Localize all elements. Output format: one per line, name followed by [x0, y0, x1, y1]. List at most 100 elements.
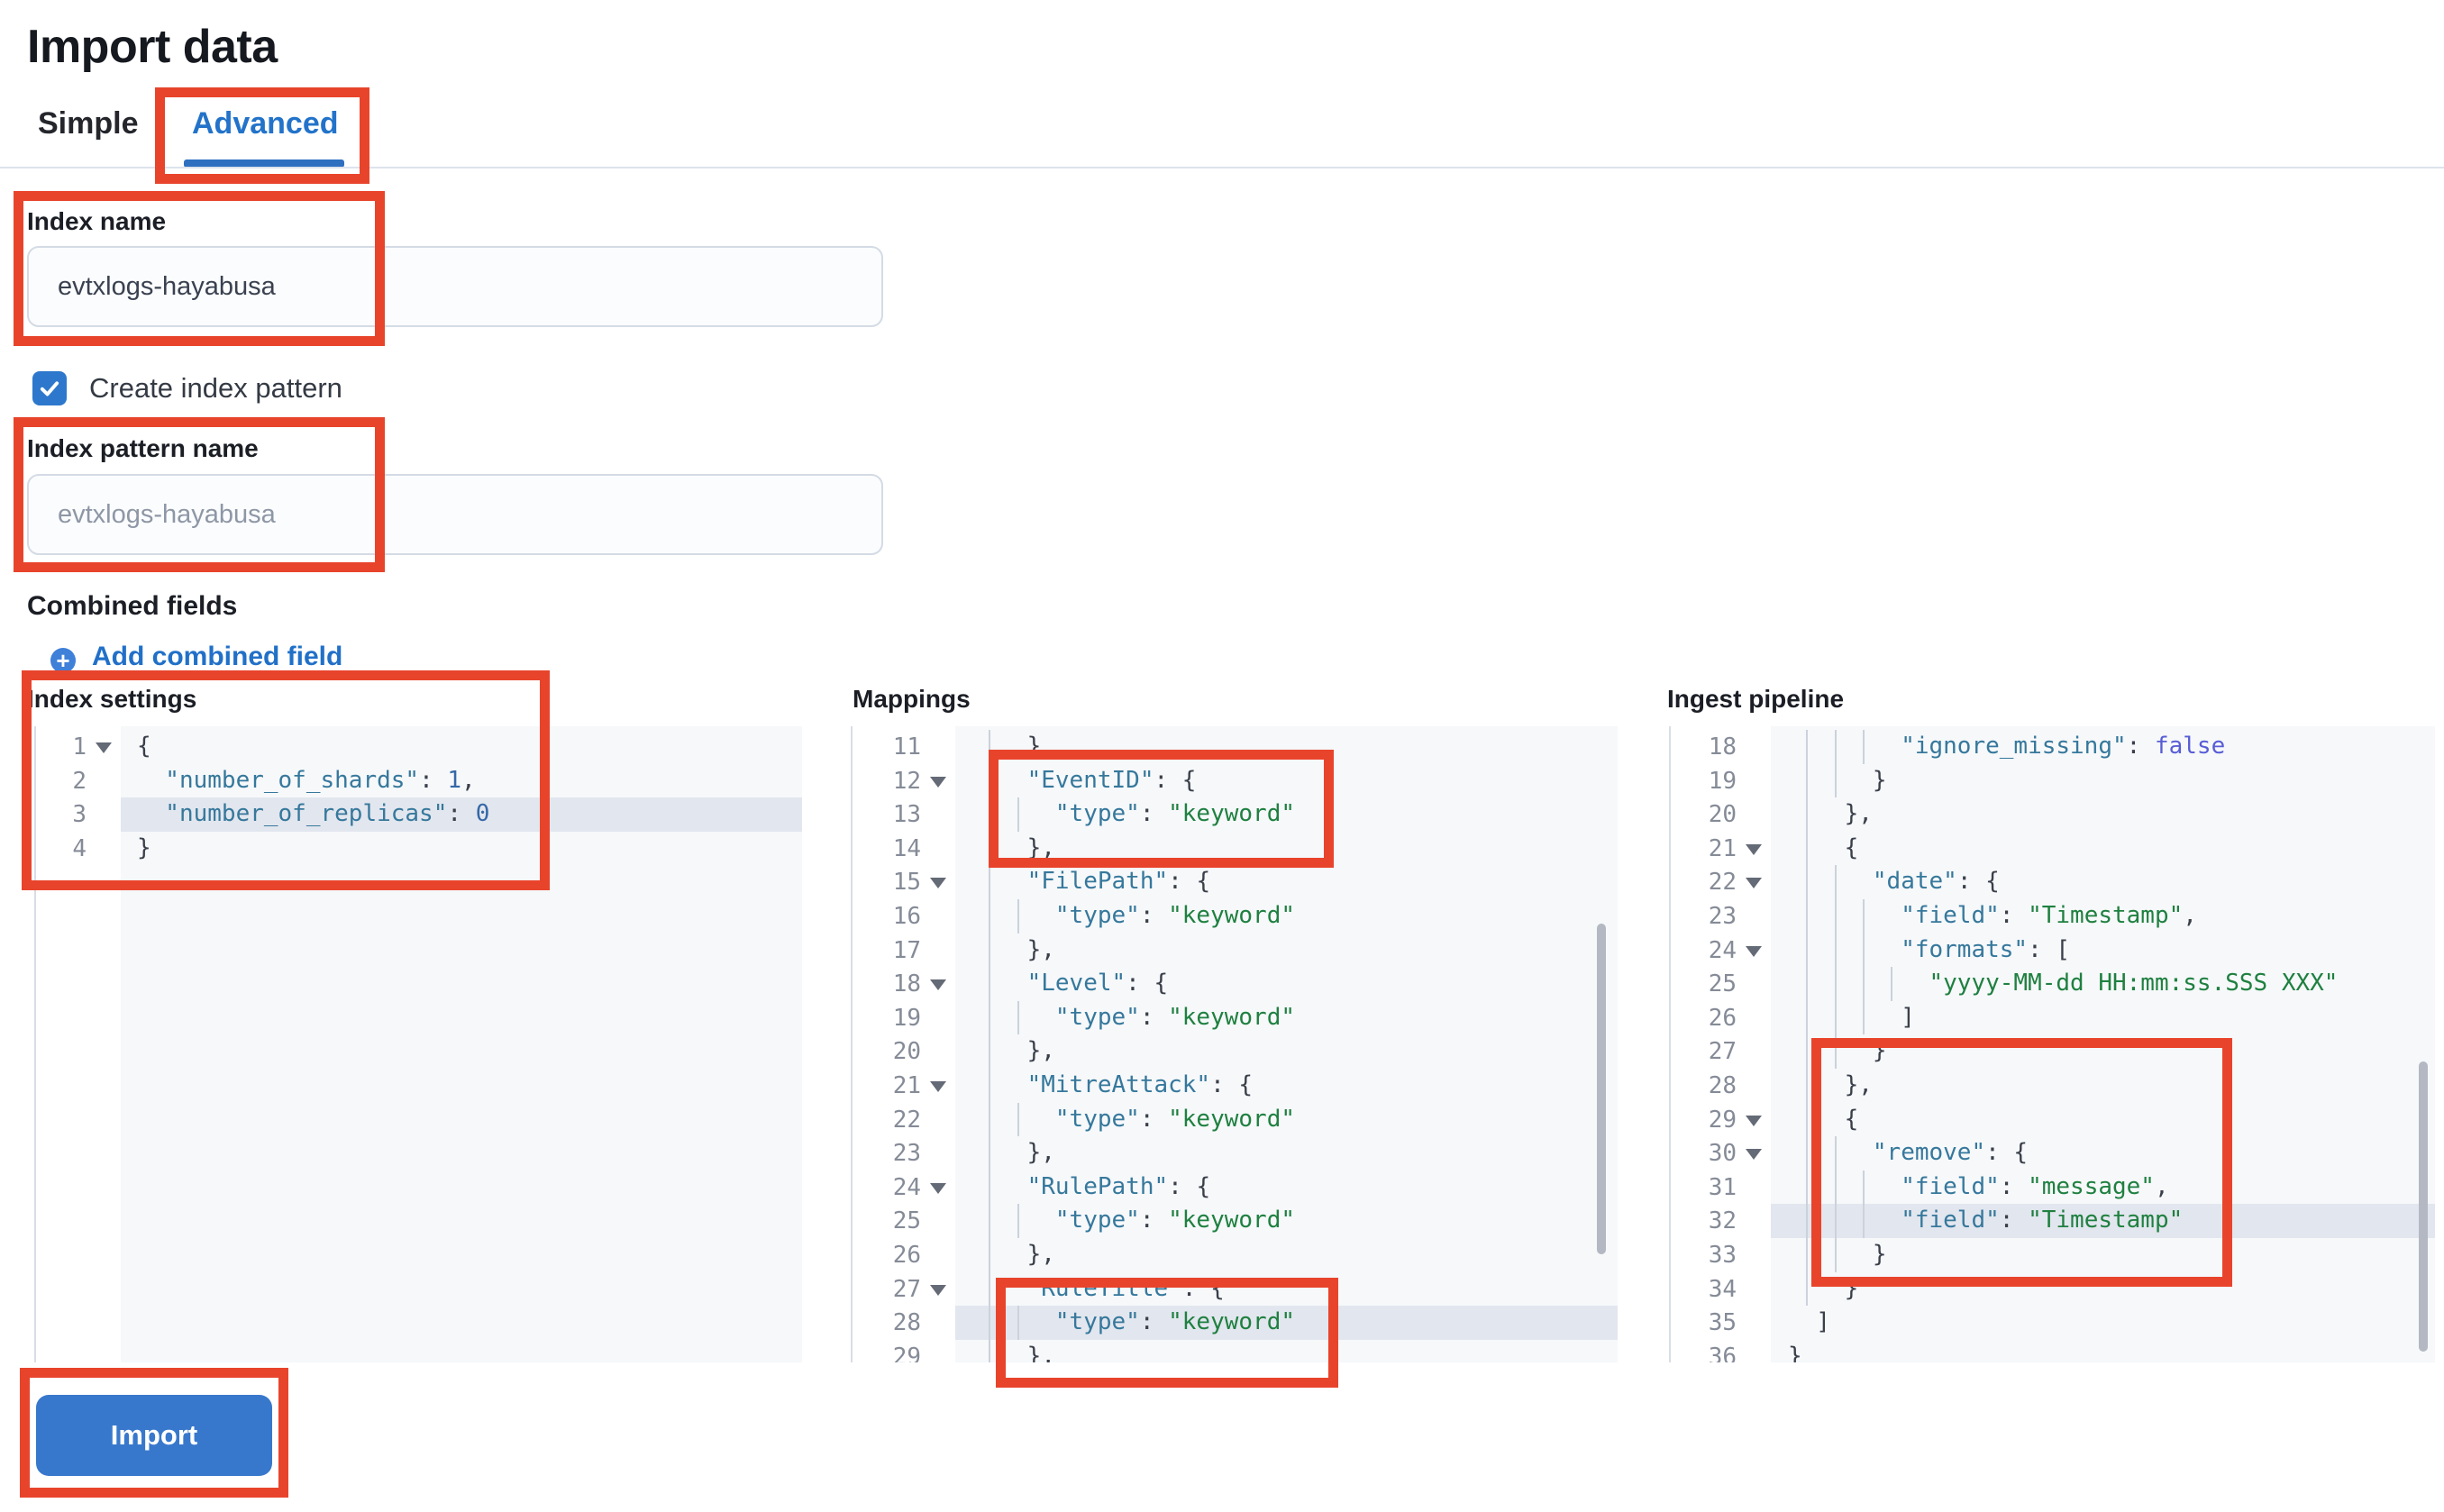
ingest-pipeline-label: Ingest pipeline: [1667, 685, 1845, 713]
indent-guide: [1806, 967, 1809, 1001]
line-number: 21: [1708, 834, 1737, 862]
index-pattern-name-label: Index pattern name: [27, 434, 259, 462]
fold-arrow-icon[interactable]: [930, 1081, 946, 1092]
vertical-scrollbar-thumb[interactable]: [2419, 1061, 2428, 1352]
active-line-highlight: [955, 1306, 1618, 1340]
indent-guide: [1017, 1000, 1019, 1035]
indent-guide: [989, 1306, 991, 1340]
line-number: 23: [1708, 903, 1737, 930]
indent-guide: [1834, 1000, 1837, 1035]
indent-guide: [1862, 1170, 1865, 1205]
code-line: "field": "Timestamp": [1901, 1207, 2184, 1234]
index-pattern-name-input[interactable]: [27, 474, 883, 555]
indent-guide: [1862, 730, 1865, 764]
code-line: "Level": {: [1026, 970, 1169, 997]
active-line-highlight: [1771, 1204, 2435, 1238]
vertical-scrollbar-thumb[interactable]: [1597, 924, 1606, 1254]
indent-guide: [1834, 763, 1837, 798]
indent-guide: [989, 1339, 991, 1362]
line-number: 34: [1708, 1275, 1737, 1303]
indent-guide: [1834, 1204, 1837, 1238]
indent-guide: [989, 797, 991, 832]
code-line: },: [1844, 800, 1873, 828]
code-line: ]: [1901, 1003, 1915, 1031]
fold-arrow-icon[interactable]: [930, 979, 946, 991]
line-number: 25: [1708, 970, 1737, 998]
fold-arrow-icon[interactable]: [96, 742, 112, 753]
fold-arrow-icon[interactable]: [1746, 843, 1762, 855]
indent-guide: [989, 1000, 991, 1035]
indent-guide: [1862, 933, 1865, 968]
fold-arrow-icon[interactable]: [930, 878, 946, 889]
line-number: 35: [1708, 1309, 1737, 1337]
line-number: 1: [72, 733, 87, 761]
plus-icon[interactable]: +: [50, 648, 76, 673]
line-number: 33: [1708, 1242, 1737, 1269]
code-line: "date": {: [1872, 868, 2000, 896]
indent-guide: [1017, 1204, 1019, 1238]
line-number: 19: [1708, 767, 1737, 795]
line-number: 18: [892, 970, 921, 998]
line-number: 15: [892, 869, 921, 897]
fold-arrow-icon[interactable]: [930, 1182, 946, 1194]
indent-guide: [1806, 1136, 1809, 1170]
fold-arrow-icon[interactable]: [1746, 1115, 1762, 1126]
code-line: "number_of_shards": 1,: [165, 766, 476, 794]
line-number: 19: [892, 1004, 921, 1032]
line-number: 11: [892, 733, 921, 761]
line-number: 16: [892, 903, 921, 930]
tab-advanced[interactable]: Advanced: [192, 106, 339, 141]
add-combined-field-link[interactable]: Add combined field: [92, 642, 343, 671]
indent-guide: [989, 1069, 991, 1103]
code-line: }: [1788, 1342, 1802, 1362]
line-number: 28: [892, 1309, 921, 1337]
tab-simple[interactable]: Simple: [38, 106, 139, 141]
indent-guide: [989, 967, 991, 1001]
index-settings-label: Index settings: [27, 685, 197, 713]
mappings-editor[interactable]: 11},12"EventID": {13"type": "keyword"14}…: [851, 726, 1618, 1362]
fold-arrow-icon[interactable]: [930, 1284, 946, 1296]
create-index-pattern-checkbox[interactable]: [32, 371, 67, 405]
code-line: "remove": {: [1872, 1139, 2029, 1167]
line-number: 21: [892, 1072, 921, 1099]
indent-guide: [1806, 1102, 1809, 1137]
line-number: 27: [892, 1275, 921, 1303]
indent-guide: [1862, 1204, 1865, 1238]
indent-guide: [1834, 1136, 1837, 1170]
line-number: 3: [72, 801, 87, 829]
combined-fields-label: Combined fields: [27, 591, 238, 621]
code-line: }: [137, 833, 151, 861]
indent-guide: [989, 1204, 991, 1238]
indent-guide: [989, 1034, 991, 1069]
code-line: "type": "keyword": [1054, 1207, 1296, 1234]
indent-guide: [989, 1136, 991, 1170]
indent-guide: [1017, 1102, 1019, 1137]
line-number: 2: [72, 767, 87, 795]
code-line: {: [1844, 833, 1859, 861]
index-name-input[interactable]: [27, 246, 883, 327]
indent-guide: [1806, 763, 1809, 798]
fold-arrow-icon[interactable]: [930, 776, 946, 788]
line-number: 30: [1708, 1140, 1737, 1168]
code-line: }: [1844, 1274, 1859, 1302]
page-title: Import data: [27, 21, 278, 73]
line-number: 26: [892, 1242, 921, 1269]
fold-arrow-icon[interactable]: [1746, 945, 1762, 957]
import-button[interactable]: Import: [36, 1395, 272, 1476]
index-settings-editor[interactable]: 1{2"number_of_shards": 1,3"number_of_rep…: [34, 726, 802, 1362]
fold-arrow-icon[interactable]: [1746, 878, 1762, 889]
code-line: ]: [1816, 1308, 1830, 1336]
indent-guide: [989, 1170, 991, 1205]
indent-guide: [989, 1102, 991, 1137]
indent-guide: [989, 1271, 991, 1307]
line-number: 13: [892, 801, 921, 829]
indent-guide: [1891, 967, 1893, 1001]
line-number: 32: [1708, 1207, 1737, 1235]
fold-arrow-icon[interactable]: [1746, 1149, 1762, 1161]
line-number: 22: [892, 1106, 921, 1134]
line-number: 14: [892, 834, 921, 862]
indent-guide: [1806, 797, 1809, 832]
code-line: "RulePath": {: [1026, 1172, 1211, 1200]
tabs-divider: [0, 167, 2444, 169]
